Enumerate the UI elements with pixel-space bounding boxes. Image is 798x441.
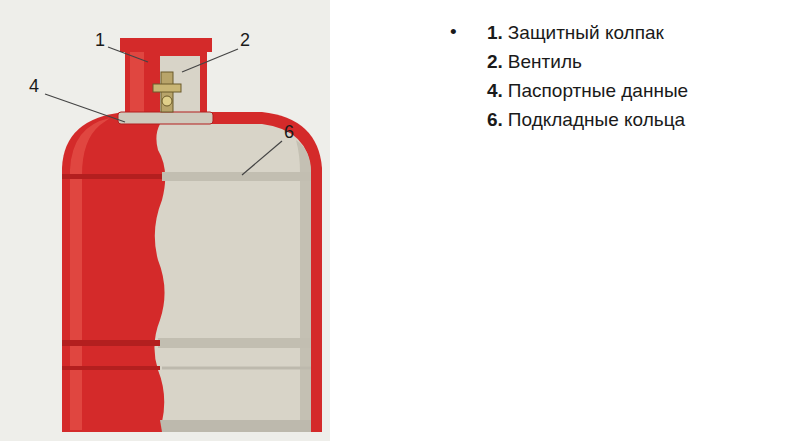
support-ring [162,172,311,181]
picture-ground [0,0,330,441]
valve-outlet [162,96,172,106]
part-name: Защитный колпак [508,22,664,44]
leader-line [182,49,238,72]
body-highlight [70,118,110,430]
cylinder-base [160,420,311,432]
cap-rim [120,38,212,52]
part-name: Паспортные данные [508,80,688,102]
callout-number: 2 [240,30,250,51]
callout-number: 1 [95,30,105,51]
callout-number: 6 [284,122,294,143]
list-number: 1. [487,22,503,44]
base-ring [62,366,160,370]
support-ring [62,340,160,346]
leader-line [108,47,148,62]
leader-line [242,141,282,175]
bullet: • [450,21,457,43]
callout-number: 4 [29,76,39,97]
part-name: Вентиль [508,51,582,73]
valve-handle [153,84,181,92]
inner-wall [296,140,311,422]
base-ring [162,367,311,370]
protective-cap [125,50,207,116]
cap-highlight [130,52,144,114]
list-number: 2. [487,51,503,73]
neck-collar [118,112,213,124]
support-ring [62,174,162,179]
cylinder-body [62,112,322,432]
list-number: 4. [487,80,503,102]
cutaway-interior [154,124,311,422]
leader-line [45,94,125,122]
support-ring [158,338,311,348]
part-name: Подкладные кольца [508,109,685,131]
list-number: 6. [487,109,503,131]
